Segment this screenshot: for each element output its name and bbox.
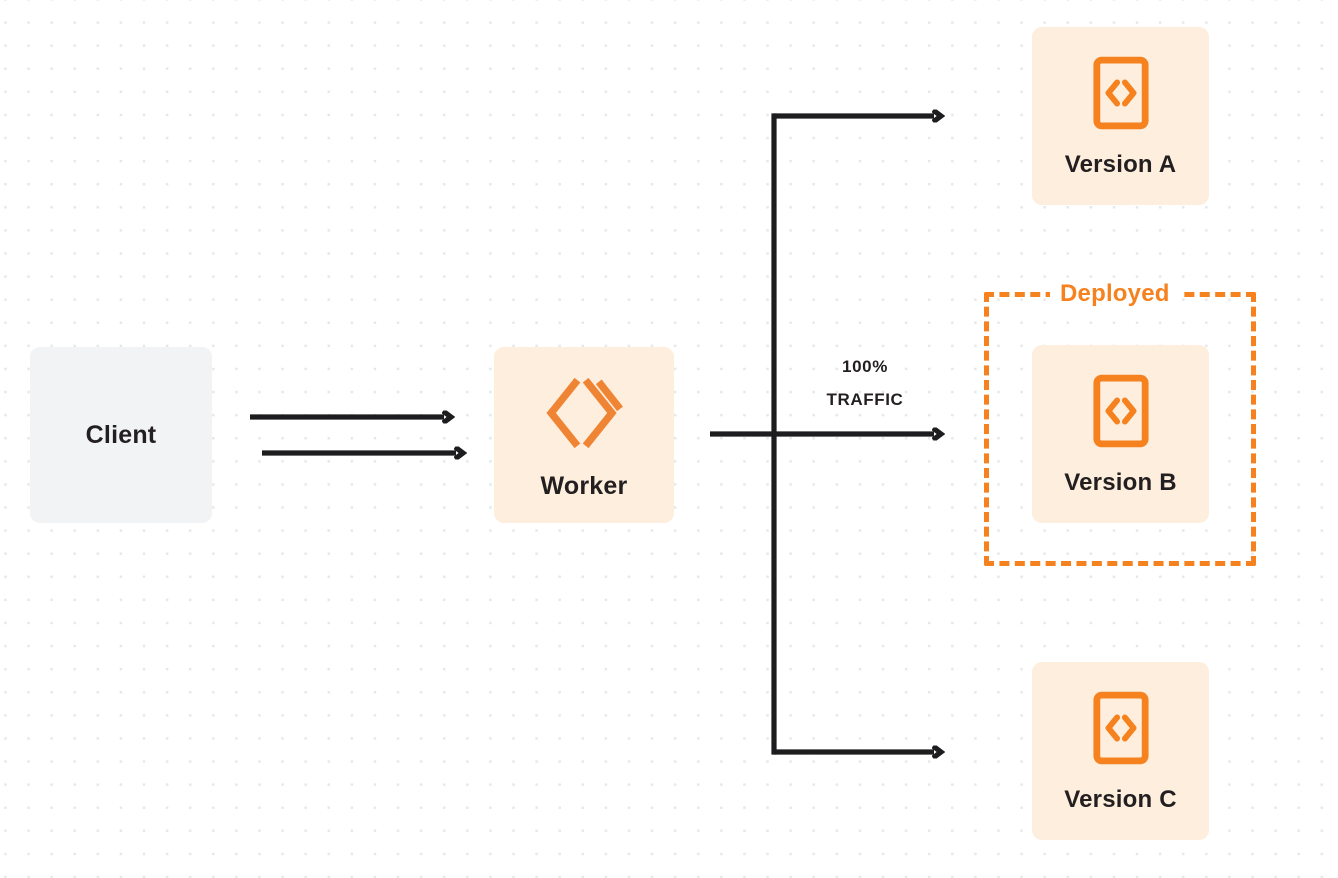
node-worker[interactable]: Worker [494, 347, 674, 523]
code-file-icon [1092, 55, 1150, 131]
worker-label: Worker [540, 471, 628, 500]
cloudflare-workers-logo-icon [543, 372, 625, 454]
version-b-label: Version B [1064, 469, 1177, 496]
version-c-label: Version C [1064, 786, 1177, 813]
traffic-percentage-label: 100% TRAFFIC [790, 350, 940, 416]
node-version-a[interactable]: Version A [1032, 27, 1209, 205]
node-version-b[interactable]: Version B [1032, 345, 1209, 523]
code-file-icon [1092, 690, 1150, 766]
deployed-group-label: Deployed [1050, 282, 1180, 306]
traffic-percentage-value: 100% [842, 357, 888, 376]
traffic-percentage-unit: TRAFFIC [826, 390, 904, 410]
version-a-label: Version A [1064, 151, 1177, 178]
client-label: Client [85, 420, 157, 449]
code-file-icon [1092, 373, 1150, 449]
node-version-c[interactable]: Version C [1032, 662, 1209, 840]
node-client[interactable]: Client [30, 347, 212, 523]
